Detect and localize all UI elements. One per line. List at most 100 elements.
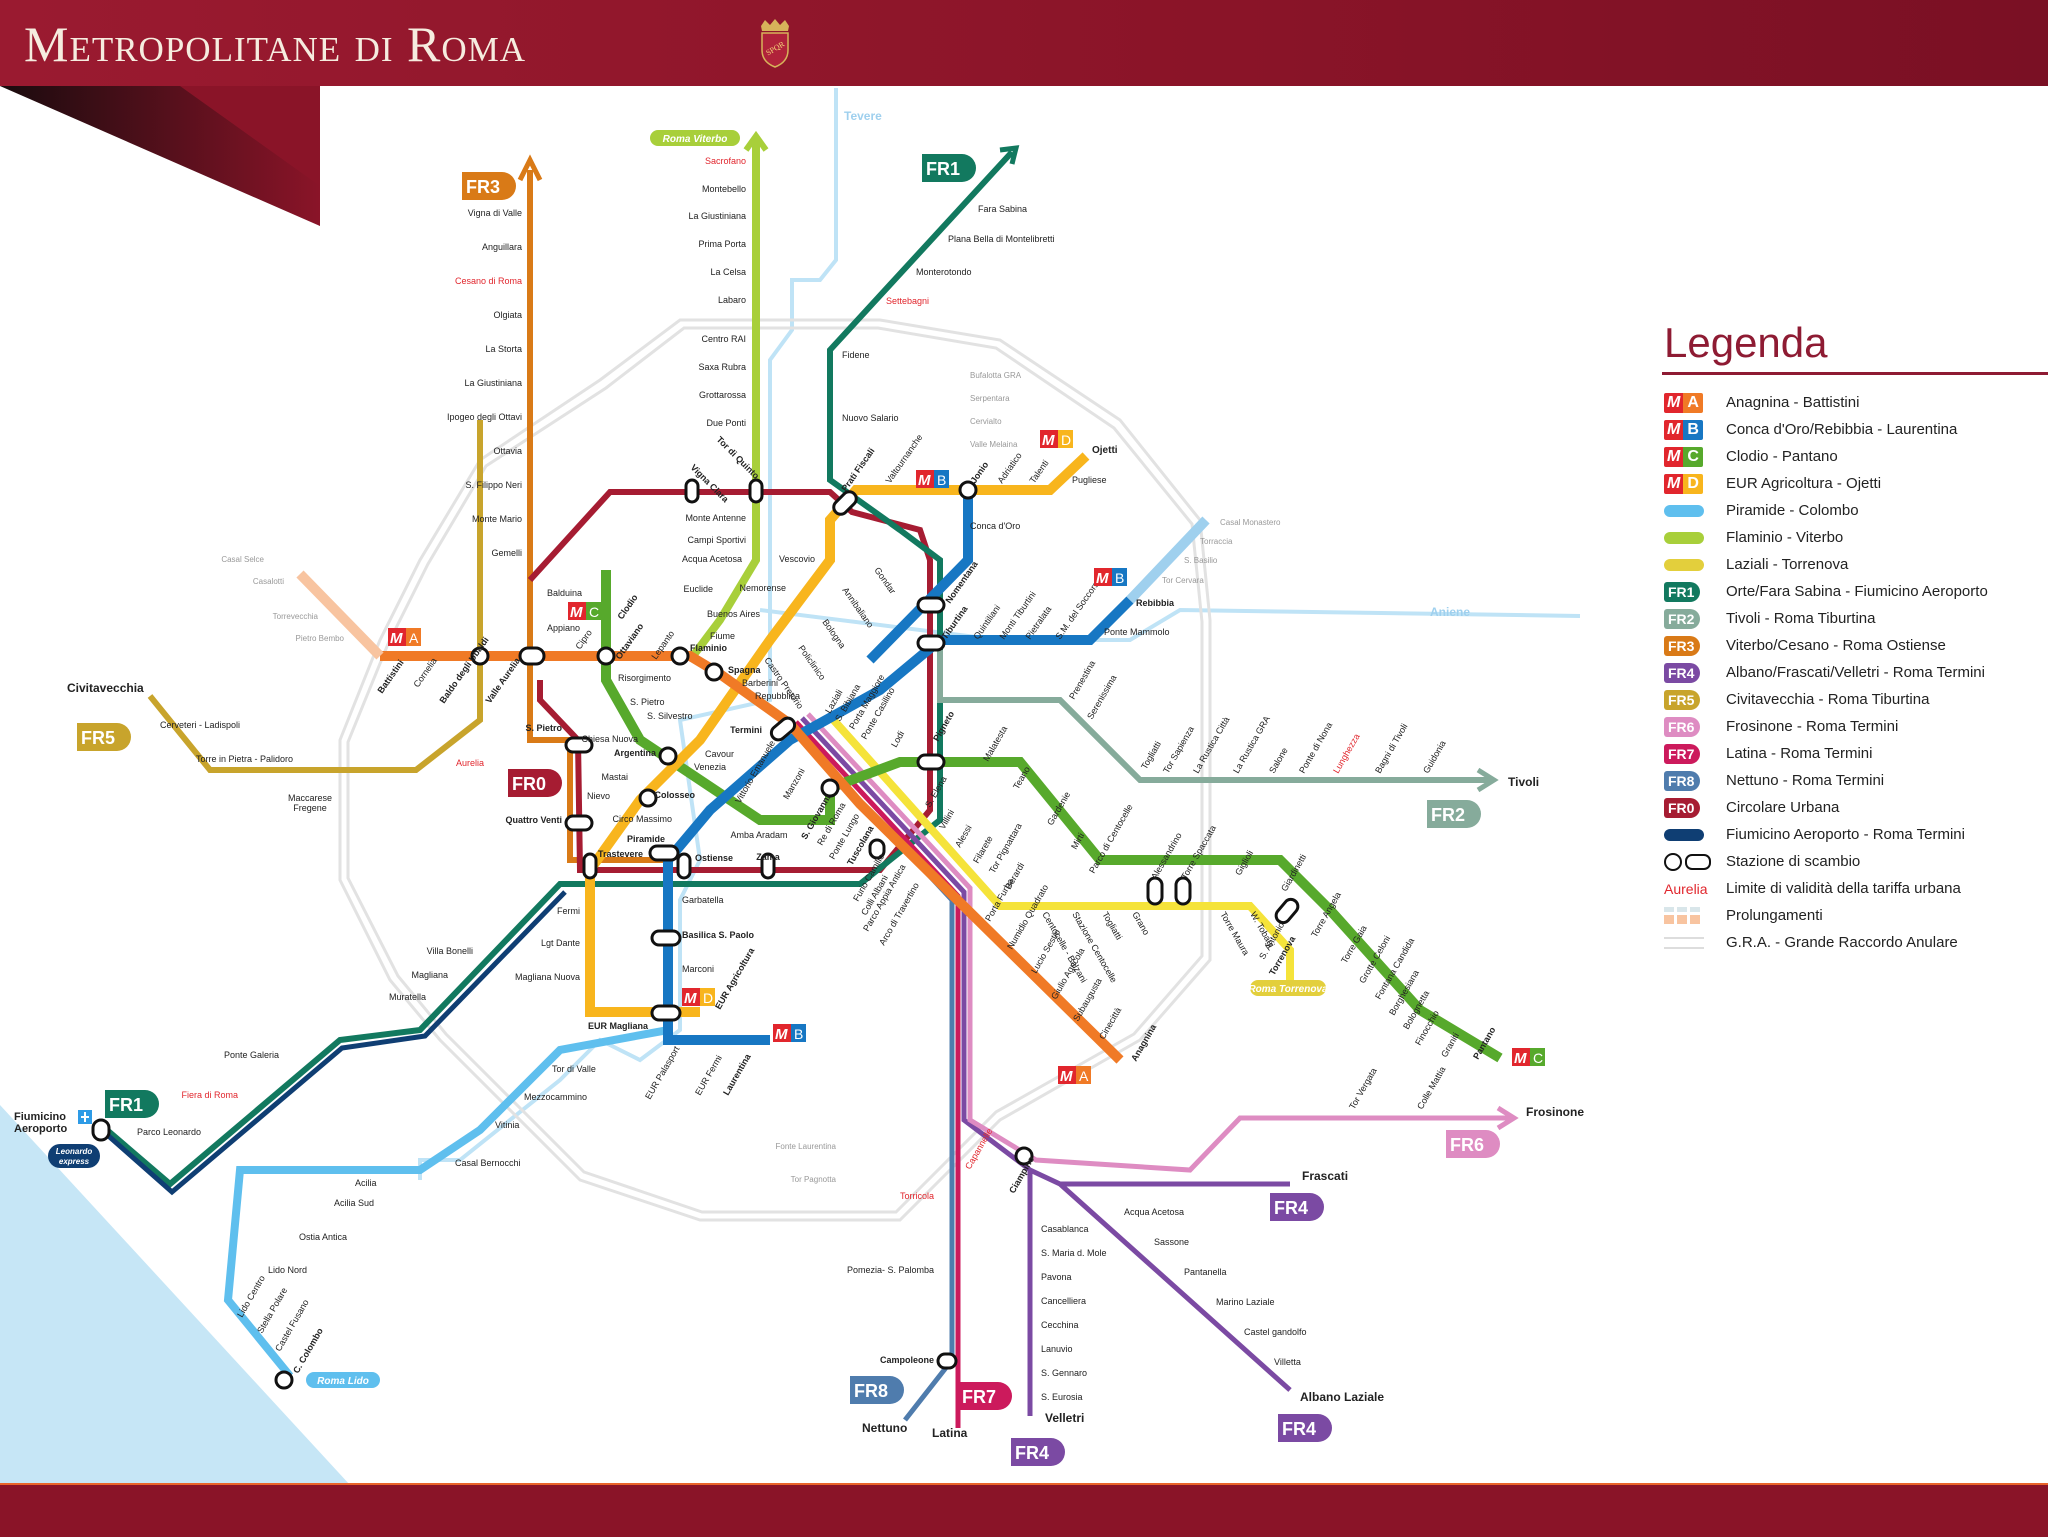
svg-text:Roma Lido: Roma Lido bbox=[317, 1376, 369, 1387]
station-label: Marconi bbox=[682, 964, 714, 974]
station-label: Tor Pagnotta bbox=[791, 1175, 837, 1184]
station-label: Aeroporto bbox=[14, 1123, 67, 1135]
station-label: Monte Antenne bbox=[685, 513, 746, 523]
station-label: Balduina bbox=[547, 588, 582, 598]
station-label: Monterotondo bbox=[916, 267, 972, 277]
line-ma bbox=[380, 651, 1124, 1064]
scambio-icon bbox=[1664, 852, 1711, 872]
station-label: Torricola bbox=[900, 1191, 934, 1201]
station-label: Bufalotta GRA bbox=[970, 371, 1022, 380]
line-roma-lido bbox=[223, 850, 672, 1379]
station-label: La Giustiniana bbox=[688, 211, 746, 221]
station-label: Cinecittà bbox=[1097, 1006, 1123, 1041]
station-label: Fiume bbox=[710, 631, 735, 641]
station-label: EUR Agricoltura bbox=[713, 945, 757, 1011]
station-label: Quattro Venti bbox=[505, 815, 562, 825]
badge-fr1: FR1 bbox=[922, 154, 976, 182]
pill-roma-viterbo: Roma Viterbo bbox=[650, 130, 740, 146]
station-label: Appiano bbox=[547, 623, 580, 633]
station-label: Muratella bbox=[389, 992, 426, 1002]
svg-text:Roma Torrenova: Roma Torrenova bbox=[1248, 984, 1328, 995]
station-label: Lucio Sestio bbox=[1029, 928, 1062, 975]
station-label: La Storta bbox=[485, 344, 522, 354]
legend-item: FR0 Circolare Urbana bbox=[1662, 794, 2048, 821]
station-label: Latina bbox=[932, 1426, 968, 1440]
station-label: Cancelliera bbox=[1041, 1296, 1086, 1306]
station-label: Maccarese bbox=[288, 793, 332, 803]
aurelia-icon: Aurelia bbox=[1664, 880, 1708, 897]
station-label: S. Filippo Neri bbox=[465, 480, 522, 490]
station-label: Acilia bbox=[355, 1178, 377, 1188]
station-label: S. Maria d. Mole bbox=[1041, 1248, 1107, 1258]
station-label: La Giustiniana bbox=[464, 378, 522, 388]
station-label: Mezzocammino bbox=[524, 1092, 587, 1102]
station-label: Magliana bbox=[411, 970, 448, 980]
station-label: Graniti bbox=[1439, 1031, 1461, 1059]
svg-text:FR7: FR7 bbox=[962, 1387, 996, 1407]
station-label: Fonte Laurentina bbox=[776, 1142, 837, 1151]
svg-text:A: A bbox=[409, 630, 419, 646]
station-label: Circo Massimo bbox=[612, 814, 672, 824]
svg-text:B: B bbox=[794, 1026, 803, 1042]
legend-label: Prolungamenti bbox=[1726, 907, 1823, 924]
legend-item: Laziali - Torrenova bbox=[1662, 551, 2048, 578]
legend-label: Clodio - Pantano bbox=[1726, 448, 1838, 465]
station-label: Lido Nord bbox=[268, 1265, 307, 1275]
badge-fr5: FR5 bbox=[77, 723, 131, 751]
station-label: Montebello bbox=[702, 184, 746, 194]
leonardo-express-badge: Leonardo express bbox=[48, 1144, 100, 1168]
station-label: Ostia Antica bbox=[299, 1232, 347, 1242]
station-label: Nettuno bbox=[862, 1421, 907, 1435]
fr0-icon: FR0 bbox=[1664, 797, 1706, 818]
svg-text:FR4: FR4 bbox=[1282, 1419, 1316, 1439]
station-label: Aurelia bbox=[456, 758, 484, 768]
station-label: Ponte Galeria bbox=[224, 1050, 279, 1060]
station-label: Marino Laziale bbox=[1216, 1297, 1275, 1307]
station-label: Conca d'Oro bbox=[970, 521, 1020, 531]
svg-text:FR0: FR0 bbox=[512, 774, 546, 794]
legend-item: Prolungamenti bbox=[1662, 902, 2048, 929]
station-label: Plana Bella di Montelibretti bbox=[948, 234, 1055, 244]
legend-label: Laziali - Torrenova bbox=[1726, 556, 1849, 573]
station-label: Settebagni bbox=[886, 296, 929, 306]
legend-item: Piramide - Colombo bbox=[1662, 497, 2048, 524]
badge-fr2: FR2 bbox=[1427, 800, 1481, 828]
line-mc bbox=[601, 570, 1503, 1063]
leonardo-express-icon bbox=[1664, 825, 1706, 845]
svg-text:M: M bbox=[1060, 1068, 1073, 1085]
river-label-aniene: Aniene bbox=[1430, 605, 1470, 619]
legend-label: Circolare Urbana bbox=[1726, 799, 1840, 816]
station-label: Valle Melaina bbox=[970, 440, 1018, 449]
station-label: Chiesa Nuova bbox=[581, 734, 638, 744]
station-label: Civitavecchia bbox=[67, 681, 144, 695]
station-label: Jonio bbox=[968, 459, 990, 485]
fr3-icon: FR3 bbox=[1664, 635, 1706, 656]
station-label: C. Colombo bbox=[291, 1326, 325, 1375]
station-label: Parco Leonardo bbox=[137, 1127, 201, 1137]
badge-fr3: FR3 bbox=[462, 172, 516, 200]
svg-text:D: D bbox=[1061, 432, 1071, 448]
station-label: Euclide bbox=[683, 584, 713, 594]
station-label: Flaminio bbox=[690, 643, 728, 653]
fr2-icon: FR2 bbox=[1664, 608, 1706, 629]
station-label: Pantanella bbox=[1184, 1267, 1227, 1277]
station-label: S. Elena bbox=[923, 775, 949, 809]
svg-text:M: M bbox=[918, 472, 931, 489]
line-ma-ext bbox=[296, 570, 384, 660]
station-label: Basilica S. Paolo bbox=[682, 930, 755, 940]
station-label: Filarete bbox=[971, 834, 995, 865]
svg-text:D: D bbox=[703, 990, 713, 1006]
legend-label: Orte/Fara Sabina - Fiumicino Aeroporto bbox=[1726, 583, 1988, 600]
station-label: Adriatico bbox=[995, 451, 1023, 485]
svg-text:M: M bbox=[1096, 570, 1109, 587]
badge-fr8: FR8 bbox=[850, 1376, 904, 1404]
line-fr1 bbox=[98, 149, 1015, 1188]
